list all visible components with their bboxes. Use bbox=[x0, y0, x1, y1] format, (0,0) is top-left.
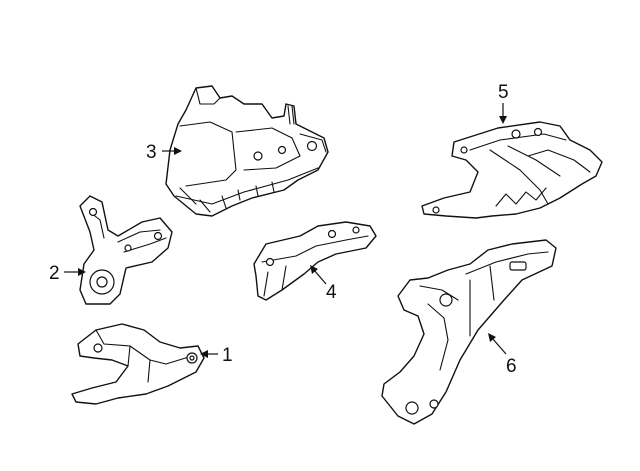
callout-4-label: 4 bbox=[326, 282, 337, 303]
part-4-small-bracket bbox=[253, 221, 377, 301]
callout-6-label: 6 bbox=[506, 356, 517, 377]
callout-1: 1 bbox=[200, 345, 233, 366]
callout-1-label: 1 bbox=[222, 345, 233, 366]
part-5-transmission-mount bbox=[421, 121, 603, 219]
part-1-lower-bracket bbox=[71, 323, 205, 405]
part-2-bracket bbox=[79, 195, 173, 305]
callout-6: 6 bbox=[488, 333, 517, 377]
callout-3: 3 bbox=[146, 142, 182, 163]
callout-2-label: 2 bbox=[49, 263, 60, 284]
callout-3-label: 3 bbox=[146, 142, 157, 163]
part-3-engine-mount bbox=[165, 85, 329, 217]
callout-4: 4 bbox=[310, 265, 337, 303]
callout-5: 5 bbox=[498, 82, 509, 124]
callout-5-label: 5 bbox=[498, 82, 509, 103]
callout-2: 2 bbox=[49, 263, 86, 284]
part-6-lower-bracket bbox=[381, 239, 557, 425]
